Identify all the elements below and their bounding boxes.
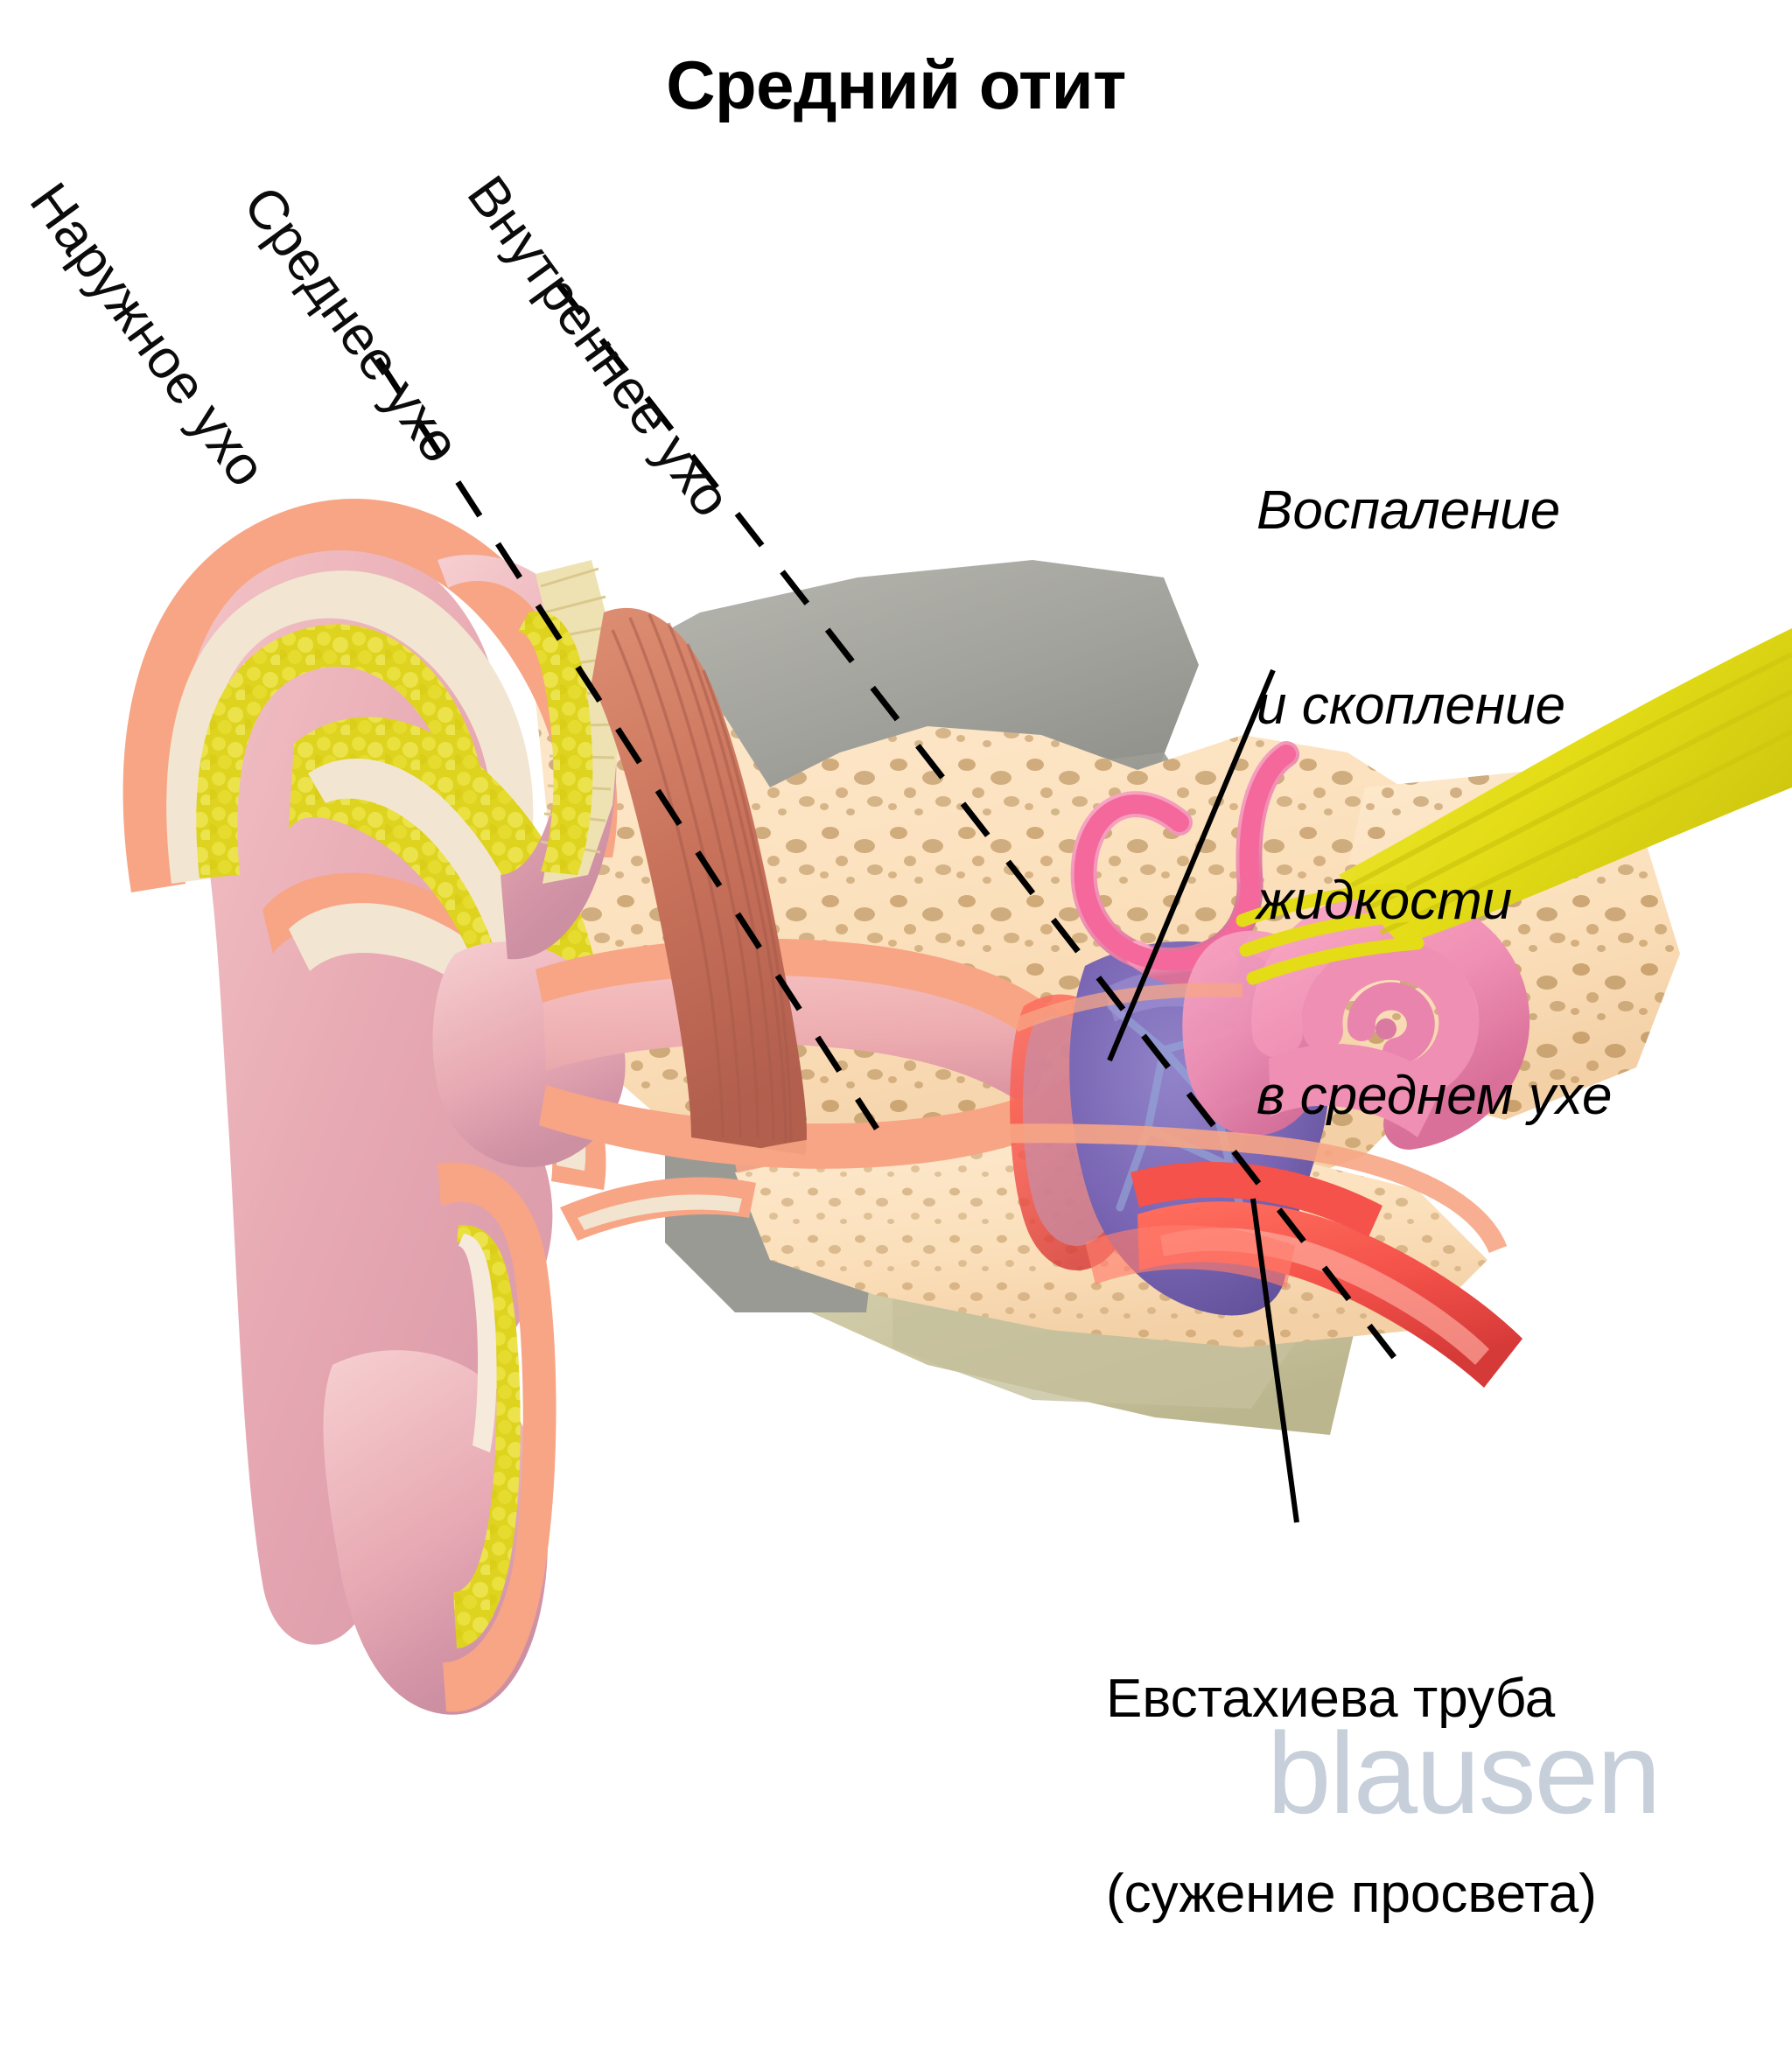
- helix-fat: [196, 624, 486, 878]
- eustachian-leader-line: [1250, 1198, 1299, 1523]
- canal-roof-line: [1012, 983, 1243, 1032]
- art-layers: [122, 279, 1792, 1715]
- nerve-fibers: [1350, 652, 1792, 935]
- muscle-fibers: [611, 613, 793, 1145]
- canal-fat-strip: [518, 611, 593, 875]
- callout-eustachian-line-1: Евстахиева труба: [1106, 1668, 1556, 1729]
- helix-cartilage-inner: [166, 570, 534, 884]
- page-title: Средний отит: [666, 46, 1126, 123]
- callout-eustachian-line-2: (сужение просвета): [1106, 1863, 1597, 1924]
- bone-rim-line: [732, 1123, 1508, 1254]
- callout-effusion-line-2: и скопление: [1256, 675, 1566, 736]
- cochlea-base: [1269, 1044, 1444, 1137]
- lobe-rim: [438, 1162, 556, 1712]
- inflammation-halo: [1085, 1225, 1295, 1288]
- canal-lower-duct-core: [578, 1194, 742, 1230]
- nerve-branches: [1236, 882, 1424, 985]
- callout-effusion-line-3: жидкости: [1256, 871, 1513, 932]
- ear-canal: [542, 962, 1050, 1111]
- effusion-leader-line: [1107, 668, 1276, 1062]
- lobe-cartilage-streak: [458, 1234, 497, 1452]
- blausen-watermark: blausen: [1267, 1709, 1661, 1837]
- lobe-fat: [453, 1224, 521, 1648]
- helix-rim: [122, 498, 618, 892]
- outer-middle-divider: [375, 357, 879, 1130]
- illustration-canvas: Средний отит Наружное ухо Среднее ухо Вн…: [18, 46, 1792, 1924]
- eustachian-tube-wall: [1130, 1162, 1382, 1237]
- callout-effusion-line-4: в среднем ухе: [1256, 1066, 1613, 1127]
- callout-effusion-line-1: Воспаление: [1256, 479, 1561, 541]
- ear-anatomy-illustration: [122, 279, 1792, 1715]
- temporalis-muscle: [592, 607, 807, 1155]
- middle-inner-divider: [554, 279, 1403, 1368]
- callout-effusion: Воспаление и скопление жидкости в средне…: [1256, 348, 1613, 1259]
